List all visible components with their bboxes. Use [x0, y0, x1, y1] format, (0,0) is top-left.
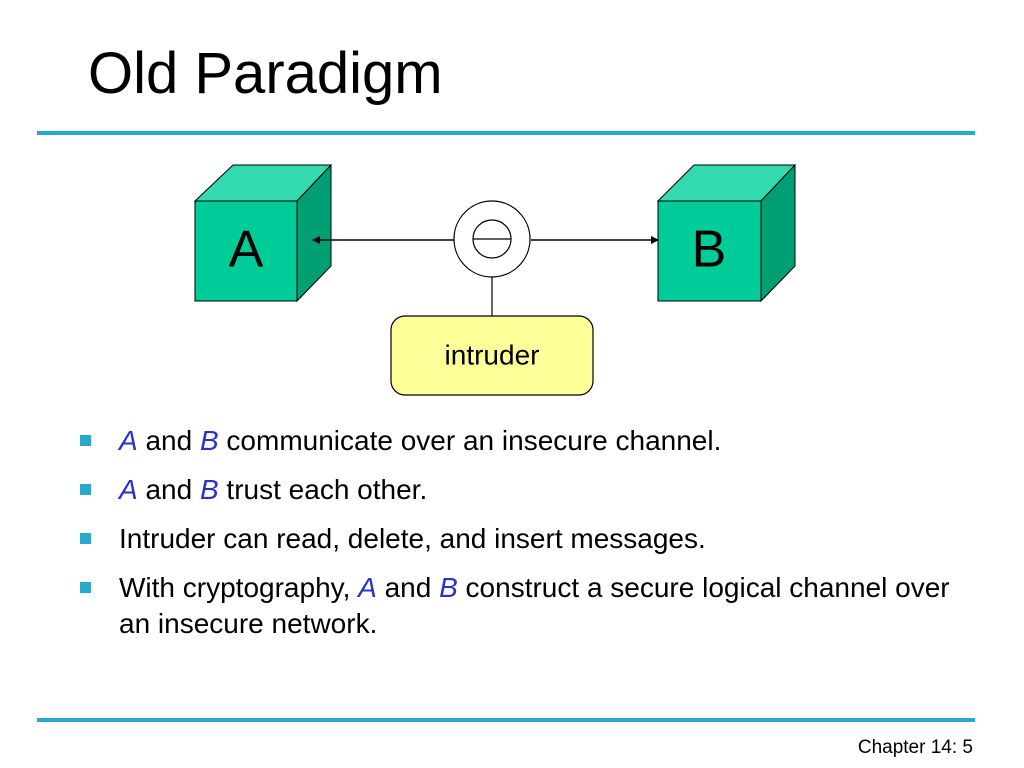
bullet-square-icon — [80, 533, 91, 544]
bullet-text: Intruder can read, delete, and insert me… — [119, 523, 706, 554]
entity-a: A — [119, 474, 138, 505]
communication-diagram: A B intruder — [193, 163, 797, 396]
node-a-front-face — [194, 200, 298, 302]
node-b-cube: B — [656, 163, 797, 303]
intruder-box: intruder — [390, 315, 594, 396]
intruder-label: intruder — [445, 339, 540, 370]
slide-title: Old Paradigm — [88, 41, 443, 106]
title-divider — [37, 131, 975, 135]
node-b-label: B — [692, 221, 727, 279]
node-a-label: A — [229, 221, 264, 279]
entity-b: B — [199, 474, 219, 505]
bullet-item: Intruder can read, delete, and insert me… — [78, 521, 958, 557]
entity-b: B — [439, 572, 458, 603]
entity-a: A — [358, 572, 377, 603]
entity-a: A — [119, 425, 138, 456]
bullet-text: communicate over an insecure channel. — [218, 425, 722, 456]
footer-divider — [37, 718, 975, 722]
bullet-text: and — [137, 425, 200, 456]
bullet-square-icon — [80, 435, 91, 446]
bullet-text: and — [137, 474, 200, 505]
bullet-text: With cryptography, — [119, 572, 359, 603]
node-b-front-face — [657, 200, 762, 302]
bullet-text: trust each other. — [218, 474, 428, 505]
bullet-list: A and B communicate over an insecure cha… — [78, 423, 958, 655]
bullet-square-icon — [80, 582, 91, 593]
node-a-cube: A — [193, 163, 333, 303]
bullet-text: and — [376, 572, 440, 603]
slide-footer: Chapter 14: 5 — [857, 737, 973, 758]
channel-tap-icon — [453, 200, 531, 278]
bullet-item: A and B trust each other. — [78, 472, 958, 508]
bullet-item: With cryptography, A and B construct a s… — [78, 570, 958, 642]
bullet-item: A and B communicate over an insecure cha… — [78, 423, 958, 459]
entity-b: B — [199, 425, 219, 456]
bullet-square-icon — [80, 484, 91, 495]
bullet-text: construct a secure logical channel over … — [119, 572, 950, 639]
